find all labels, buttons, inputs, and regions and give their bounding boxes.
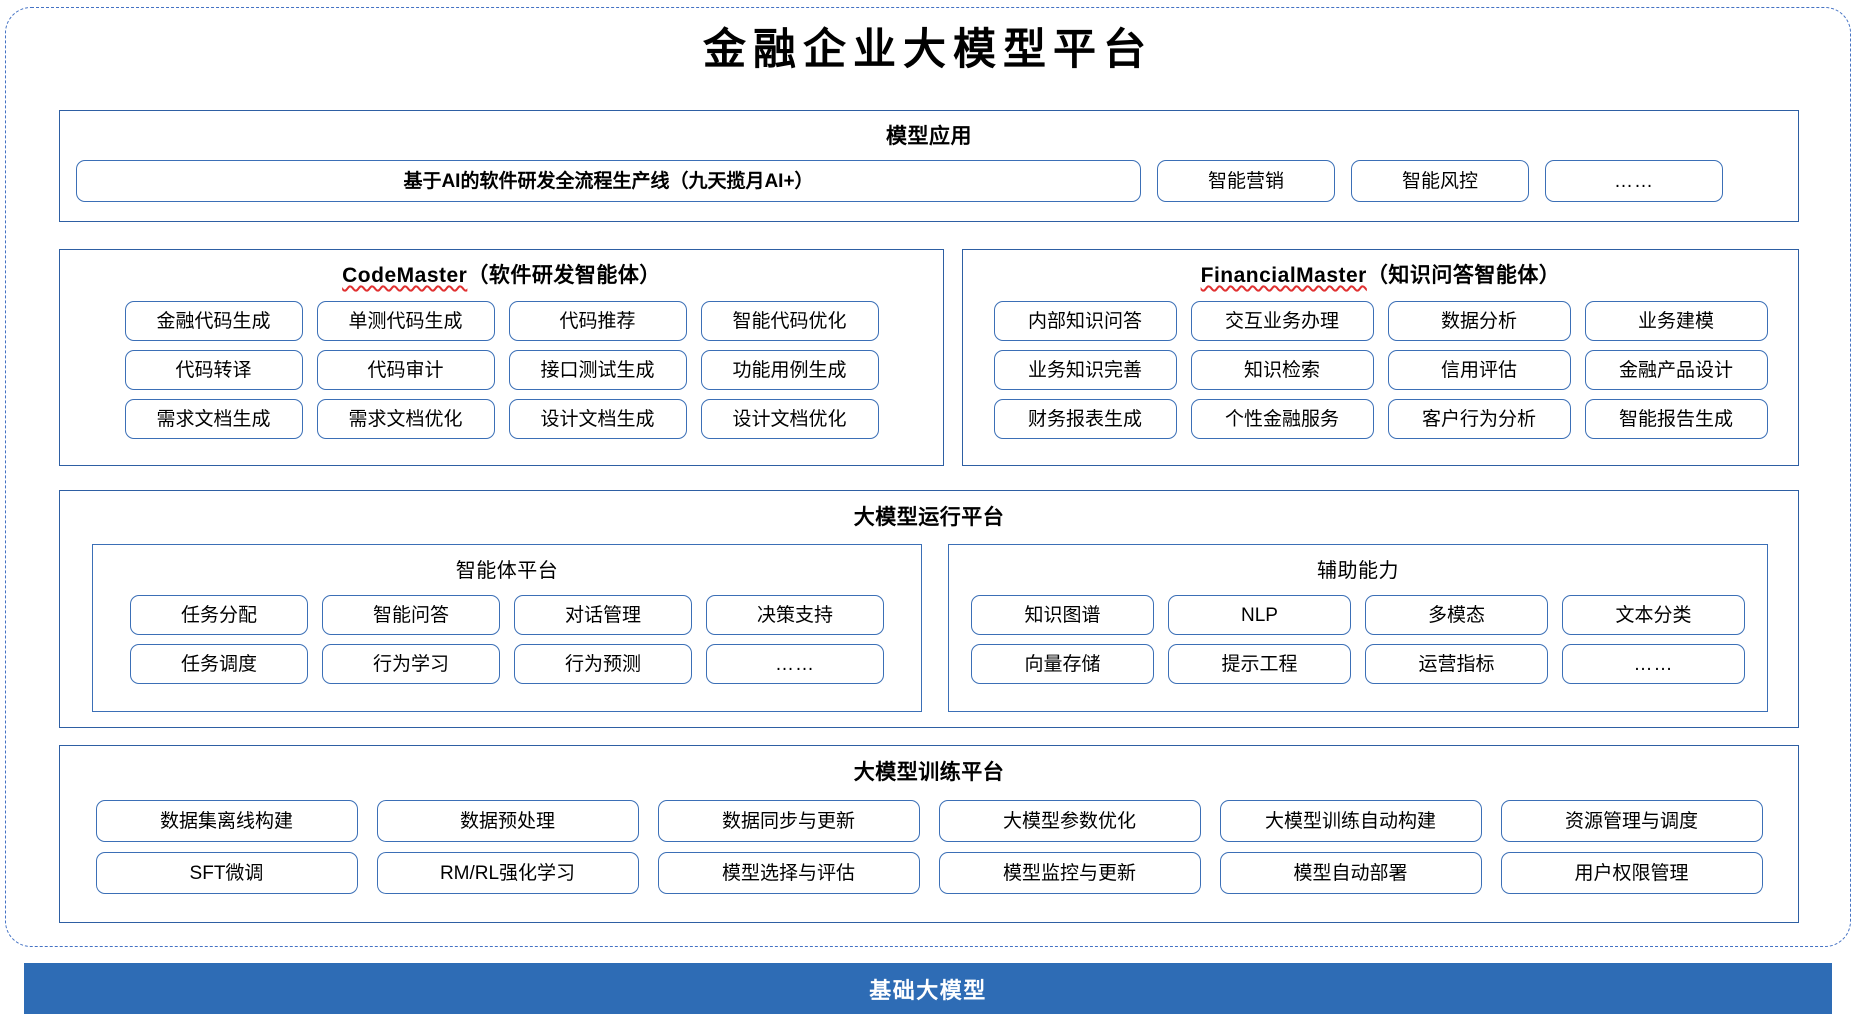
fin-item-7[interactable]: 金融产品设计 — [1584, 350, 1768, 390]
section-title-model-application: 模型应用 — [886, 125, 972, 148]
agent-item-5[interactable]: 行为学习 — [322, 644, 500, 684]
code-item-6[interactable]: 接口测试生成 — [508, 350, 687, 390]
agent-platform-items: 任务分配 智能问答 对话管理 决策支持 任务调度 行为学习 行为预测 …… — [93, 595, 921, 684]
code-item-5[interactable]: 代码审计 — [316, 350, 495, 390]
subsection-agent-platform: 智能体平台 任务分配 智能问答 对话管理 决策支持 任务调度 行为学习 行为预测… — [92, 544, 922, 712]
fin-item-0[interactable]: 内部知识问答 — [993, 301, 1177, 341]
train-item-2[interactable]: 数据同步与更新 — [657, 800, 920, 842]
fin-item-11[interactable]: 智能报告生成 — [1584, 399, 1768, 439]
train-item-3[interactable]: 大模型参数优化 — [938, 800, 1201, 842]
section-title-code-master: CodeMaster（软件研发智能体） — [60, 259, 943, 289]
code-master-items: 金融代码生成 单测代码生成 代码推荐 智能代码优化 代码转译 代码审计 接口测试… — [60, 301, 943, 439]
aux-item-0[interactable]: 知识图谱 — [971, 595, 1154, 635]
train-item-8[interactable]: 模型选择与评估 — [657, 852, 920, 894]
aux-item-4[interactable]: 向量存储 — [971, 644, 1154, 684]
train-item-1[interactable]: 数据预处理 — [376, 800, 639, 842]
page-title: 金融企业大模型平台 — [703, 25, 1153, 75]
subsection-title-agent-platform: 智能体平台 — [455, 560, 559, 582]
aux-item-more[interactable]: …… — [1562, 644, 1745, 684]
section-code-master: CodeMaster（软件研发智能体） 金融代码生成 单测代码生成 代码推荐 智… — [59, 249, 944, 466]
fin-item-3[interactable]: 业务建模 — [1584, 301, 1768, 341]
code-item-2[interactable]: 代码推荐 — [508, 301, 687, 341]
code-master-suffix: （软件研发智能体） — [467, 264, 661, 287]
fin-item-1[interactable]: 交互业务办理 — [1190, 301, 1374, 341]
code-item-8[interactable]: 需求文档生成 — [124, 399, 303, 439]
train-item-10[interactable]: 模型自动部署 — [1219, 852, 1482, 894]
code-item-1[interactable]: 单测代码生成 — [316, 301, 495, 341]
fin-item-9[interactable]: 个性金融服务 — [1190, 399, 1374, 439]
financial-master-items: 内部知识问答 交互业务办理 数据分析 业务建模 业务知识完善 知识检索 信用评估… — [963, 301, 1798, 439]
section-model-application: 模型应用 基于AI的软件研发全流程生产线（九天揽月AI+） 智能营销 智能风控 … — [59, 110, 1799, 222]
code-item-3[interactable]: 智能代码优化 — [700, 301, 879, 341]
fin-item-4[interactable]: 业务知识完善 — [993, 350, 1177, 390]
subsection-title-auxiliary-capability: 辅助能力 — [1317, 560, 1399, 582]
app-item-smart-marketing[interactable]: 智能营销 — [1157, 160, 1335, 202]
fin-item-8[interactable]: 财务报表生成 — [993, 399, 1177, 439]
model-application-items: 基于AI的软件研发全流程生产线（九天揽月AI+） 智能营销 智能风控 …… — [76, 160, 1782, 202]
agent-item-6[interactable]: 行为预测 — [514, 644, 692, 684]
code-item-9[interactable]: 需求文档优化 — [316, 399, 495, 439]
section-training-platform: 大模型训练平台 数据集离线构建 数据预处理 数据同步与更新 大模型参数优化 大模… — [59, 745, 1799, 923]
subsection-auxiliary-capability: 辅助能力 知识图谱 NLP 多模态 文本分类 向量存储 提示工程 运营指标 …… — [948, 544, 1768, 712]
train-item-11[interactable]: 用户权限管理 — [1500, 852, 1763, 894]
code-item-11[interactable]: 设计文档优化 — [700, 399, 879, 439]
train-item-6[interactable]: SFT微调 — [95, 852, 358, 894]
app-item-ai-pipeline[interactable]: 基于AI的软件研发全流程生产线（九天揽月AI+） — [76, 160, 1141, 202]
auxiliary-capability-items: 知识图谱 NLP 多模态 文本分类 向量存储 提示工程 运营指标 …… — [949, 595, 1767, 684]
base-model-label: 基础大模型 — [869, 977, 987, 1003]
train-item-4[interactable]: 大模型训练自动构建 — [1219, 800, 1482, 842]
agent-item-more[interactable]: …… — [706, 644, 884, 684]
aux-item-2[interactable]: 多模态 — [1365, 595, 1548, 635]
training-platform-items: 数据集离线构建 数据预处理 数据同步与更新 大模型参数优化 大模型训练自动构建 … — [60, 800, 1798, 894]
fin-item-5[interactable]: 知识检索 — [1190, 350, 1374, 390]
aux-item-3[interactable]: 文本分类 — [1562, 595, 1745, 635]
section-title-financial-master: FinancialMaster（知识问答智能体） — [963, 259, 1798, 289]
train-item-0[interactable]: 数据集离线构建 — [95, 800, 358, 842]
aux-item-1[interactable]: NLP — [1168, 595, 1351, 635]
section-title-runtime-platform: 大模型运行平台 — [853, 506, 1005, 529]
app-item-more[interactable]: …… — [1545, 160, 1723, 202]
fin-item-10[interactable]: 客户行为分析 — [1387, 399, 1571, 439]
agent-item-4[interactable]: 任务调度 — [130, 644, 308, 684]
fin-item-6[interactable]: 信用评估 — [1387, 350, 1571, 390]
code-master-name: CodeMaster — [342, 264, 468, 287]
agent-item-1[interactable]: 智能问答 — [322, 595, 500, 635]
code-item-7[interactable]: 功能用例生成 — [700, 350, 879, 390]
financial-master-name: FinancialMaster — [1200, 264, 1367, 287]
app-item-smart-risk-control[interactable]: 智能风控 — [1351, 160, 1529, 202]
fin-item-2[interactable]: 数据分析 — [1387, 301, 1571, 341]
code-item-0[interactable]: 金融代码生成 — [124, 301, 303, 341]
agent-item-0[interactable]: 任务分配 — [130, 595, 308, 635]
train-item-5[interactable]: 资源管理与调度 — [1500, 800, 1763, 842]
code-item-4[interactable]: 代码转译 — [124, 350, 303, 390]
financial-master-suffix: （知识问答智能体） — [1366, 264, 1561, 287]
code-item-10[interactable]: 设计文档生成 — [508, 399, 687, 439]
train-item-7[interactable]: RM/RL强化学习 — [376, 852, 639, 894]
aux-item-5[interactable]: 提示工程 — [1168, 644, 1351, 684]
agent-item-2[interactable]: 对话管理 — [514, 595, 692, 635]
section-title-training-platform: 大模型训练平台 — [853, 761, 1005, 784]
aux-item-6[interactable]: 运营指标 — [1365, 644, 1548, 684]
train-item-9[interactable]: 模型监控与更新 — [938, 852, 1201, 894]
base-model-bar: 基础大模型 — [24, 963, 1832, 1014]
agent-item-3[interactable]: 决策支持 — [706, 595, 884, 635]
section-financial-master: FinancialMaster（知识问答智能体） 内部知识问答 交互业务办理 数… — [962, 249, 1799, 466]
section-runtime-platform: 大模型运行平台 智能体平台 任务分配 智能问答 对话管理 决策支持 任务调度 行… — [59, 490, 1799, 728]
